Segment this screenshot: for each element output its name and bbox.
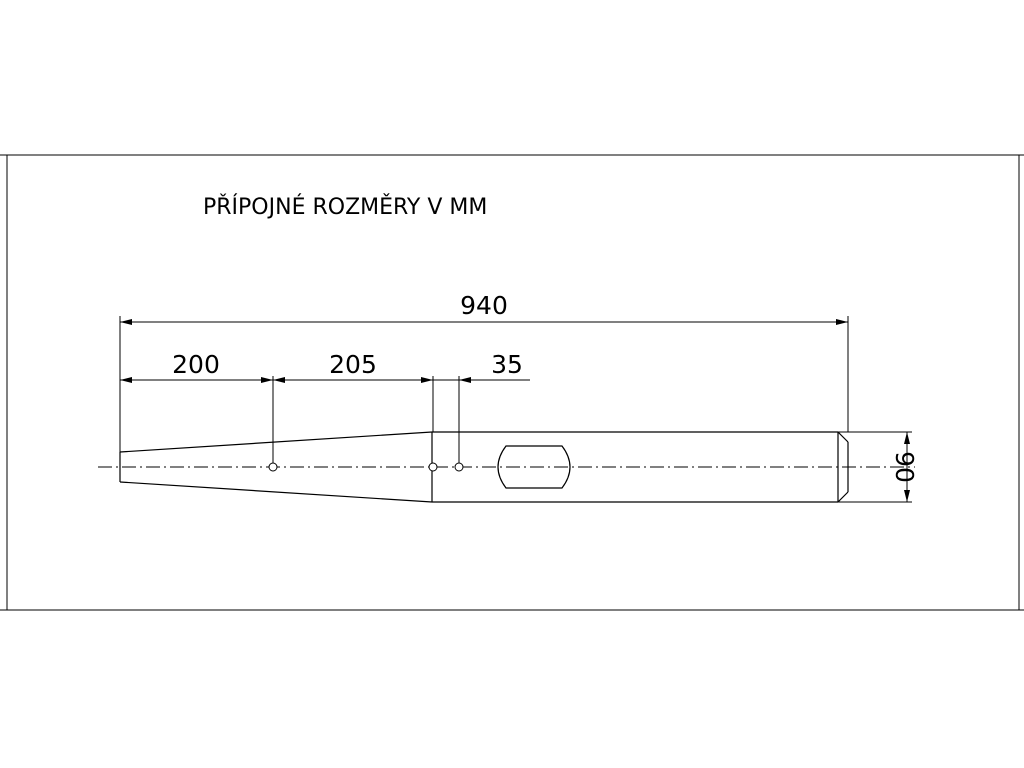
arrow-right	[459, 377, 471, 383]
dimension-segment-2: 205	[273, 350, 433, 383]
arrow-left	[120, 319, 132, 325]
arrow-top	[904, 432, 910, 444]
dimension-200-label: 200	[172, 350, 220, 379]
extension-lines	[119, 316, 912, 503]
hole-1	[268, 462, 278, 472]
dimension-overall: 940	[120, 291, 848, 325]
arrow-right	[261, 377, 273, 383]
slot	[497, 445, 571, 489]
arrow-left	[273, 377, 285, 383]
dimension-35-label: 35	[491, 350, 523, 379]
dimension-segment-1: 200	[120, 350, 273, 383]
arrow-right	[836, 319, 848, 325]
drawing-frame	[0, 154, 1024, 611]
dimension-205-label: 205	[329, 350, 377, 379]
dimension-segment-3: 35	[433, 350, 530, 383]
arrow-right	[421, 377, 433, 383]
arrow-left	[120, 377, 132, 383]
drawing-title: PŘÍPOJNÉ ROZMĚRY V MM	[203, 194, 487, 220]
dimension-90-label: 90	[890, 451, 919, 483]
arrow-bottom	[904, 490, 910, 502]
hole-3	[454, 462, 464, 472]
dimension-940-label: 940	[460, 291, 508, 320]
dimension-diameter: 90	[890, 432, 919, 502]
hole-2	[428, 462, 438, 472]
